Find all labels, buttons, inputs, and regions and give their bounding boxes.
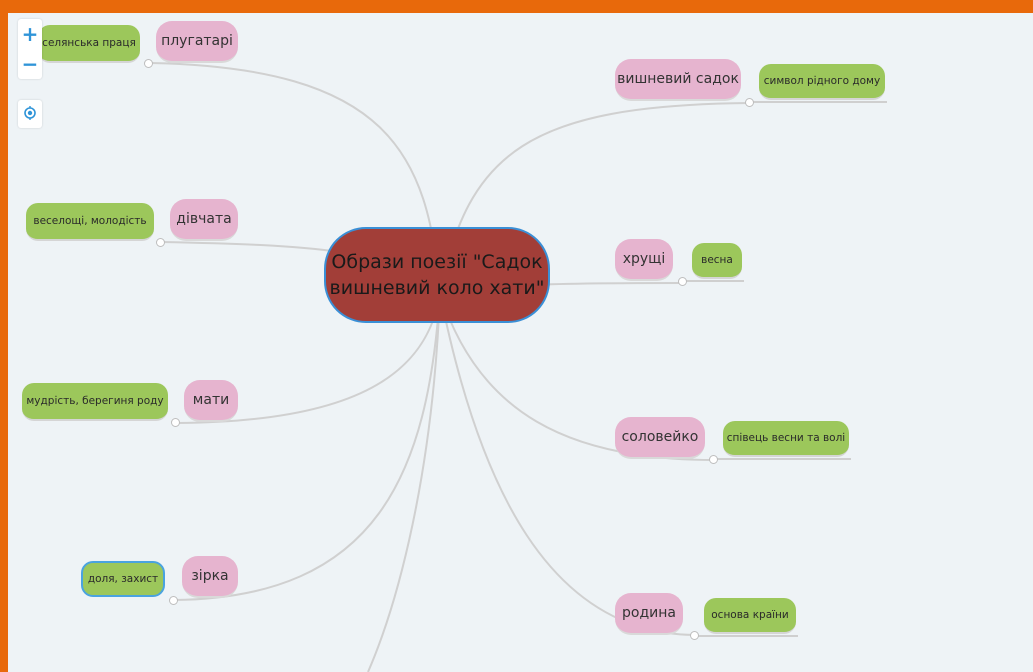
topic-zirka[interactable]: зірка xyxy=(182,556,238,598)
subtopic-underline xyxy=(684,280,744,282)
subtopic-vyshnevyi-sadok[interactable]: символ рідного дому xyxy=(759,64,885,100)
topic-maty[interactable]: мати xyxy=(184,380,238,422)
zoom-in-button[interactable]: + xyxy=(21,22,39,46)
topic-soloveiko[interactable]: соловейко xyxy=(615,417,705,459)
locate-button[interactable] xyxy=(18,100,42,128)
branch-handle-zirka[interactable] xyxy=(169,596,178,605)
subtopic-underline xyxy=(696,635,798,637)
connector-zirka xyxy=(173,292,441,601)
connector-bottom xyxy=(367,292,441,672)
branch-handle-divchata[interactable] xyxy=(156,238,165,247)
branch-handle-rodyna[interactable] xyxy=(690,631,699,640)
zoom-out-button[interactable]: − xyxy=(21,52,39,76)
mindmap-canvas[interactable]: Образи поезії "Садок вишневий коло хати"… xyxy=(8,13,1033,672)
subtopic-underline xyxy=(750,101,887,103)
subtopic-maty[interactable]: мудрість, берегиня роду xyxy=(22,383,168,421)
subtopic-soloveiko[interactable]: співець весни та волі xyxy=(723,421,849,457)
topic-rodyna[interactable]: родина xyxy=(615,593,683,635)
topic-plugatari[interactable]: плугатарі xyxy=(156,21,238,63)
branch-handle-soloveiko[interactable] xyxy=(709,455,718,464)
topic-divchata[interactable]: дівчата xyxy=(170,199,238,241)
subtopic-underline xyxy=(715,458,851,460)
subtopic-plugatari[interactable]: селянська праця xyxy=(38,25,140,63)
subtopic-khrushchi[interactable]: весна xyxy=(692,243,742,279)
target-icon xyxy=(23,105,37,124)
branch-handle-vyshnevyi-sadok[interactable] xyxy=(745,98,754,107)
topic-vyshnevyi-sadok[interactable]: вишневий садок xyxy=(615,59,741,101)
subtopic-rodyna[interactable]: основа країни xyxy=(704,598,796,634)
branch-handle-khrushchi[interactable] xyxy=(678,277,687,286)
topic-khrushchi[interactable]: хрущі xyxy=(615,239,673,281)
branch-handle-maty[interactable] xyxy=(171,418,180,427)
subtopic-zirka[interactable]: доля, захист xyxy=(81,561,165,597)
branch-handle-plugatari[interactable] xyxy=(144,59,153,68)
connector-rodyna xyxy=(439,292,697,636)
zoom-control: + − xyxy=(18,19,42,79)
central-topic[interactable]: Образи поезії "Садок вишневий коло хати" xyxy=(324,227,550,323)
subtopic-divchata[interactable]: веселощі, молодість xyxy=(26,203,154,241)
